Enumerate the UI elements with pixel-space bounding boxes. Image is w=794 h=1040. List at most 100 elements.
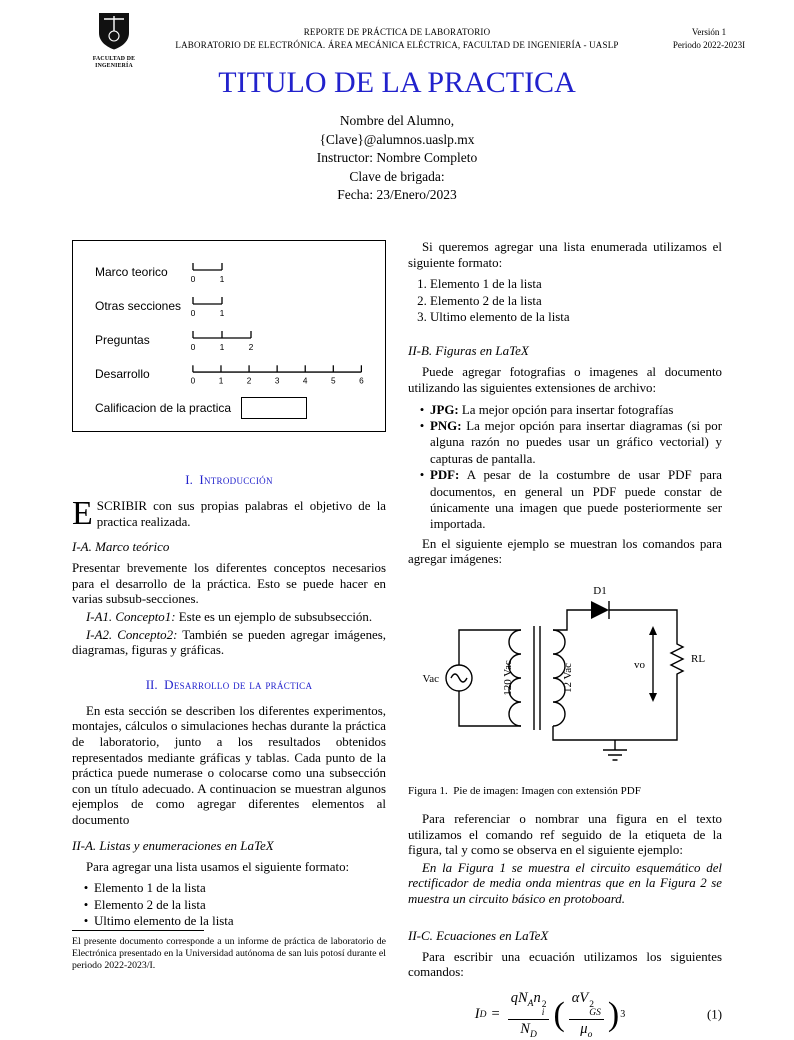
svg-text:4: 4 [303,377,308,386]
grade-box [241,397,308,419]
list-number: 2. [417,293,427,308]
subsubsection-concepto1: I-A1. Concepto1: Este es un ejemplo de s… [86,609,373,624]
svg-text:1: 1 [220,308,225,318]
diode-label: D1 [593,585,606,597]
svg-text:0: 0 [191,377,196,386]
grade-label: Calificacion de la practica [95,401,232,415]
rubric-row: Marco teorico 0 1 [95,259,373,285]
rubric-row-label: Otras secciones [95,299,182,313]
svg-text:2: 2 [249,342,254,352]
svg-text:3: 3 [275,377,280,386]
svg-text:0: 0 [191,308,196,318]
header-right: Versión 1 Periodo 2022-2023I [654,26,764,52]
list-item: • PDF: A pesar de la costumbre de usar P… [414,467,722,533]
primary-coil-icon [508,629,522,727]
footnote: El presente documento corresponde a un i… [72,930,386,973]
header-period: Periodo 2022-2023I [672,40,746,50]
page-title: TITULO DE LA PRACTICA [218,66,576,99]
example-intro-paragraph: En el siguiente ejemplo se muestran los … [408,536,722,567]
ref-paragraph: Para referenciar o nombrar una figura en… [408,812,722,858]
list-item: 2. Elemento 2 de la lista [414,293,722,309]
list-item: • PNG: La mejor opción para insertar dia… [414,418,722,467]
university-crest-icon [99,13,129,50]
logo-caption: FACULTAD DE INGENIERÍA [86,56,142,69]
header-center: REPORTE DE PRÁCTICA DE LABORATORIO LABOR… [150,26,644,52]
list-item: • Ultimo elemento de la lista [78,913,386,929]
bullet-list: • Elemento 1 de la lista • Elemento 2 de… [78,880,386,929]
svg-text:1: 1 [220,274,225,284]
figure-1: Vac 120 Vac 12 Vac D1 vo RL [408,582,722,779]
author-email: {Clave}@alumnos.uaslp.mx [319,131,475,147]
sine-wave-icon [450,673,468,683]
vo-label: vo [634,659,646,671]
transformer-core-icon [533,626,541,731]
enum-intro-paragraph: Si queremos agregar una lista enumerada … [408,240,722,270]
secondary-coil-icon [552,629,566,727]
subsection-heading-ecuaciones: II-C. Ecuaciones en LaTeX [408,927,549,943]
circuit-diagram: Vac 120 Vac 12 Vac D1 vo RL [423,585,705,761]
section-heading-desarrollo: II. Desarrollo de la práctica [145,676,313,692]
subsubsection-concepto2: I-A2. Concepto2: También se pueden agreg… [72,627,386,658]
left-column: Marco teorico 0 1 Otras secciones 0 1 Pr… [72,240,386,929]
arrow-down-icon [649,693,657,703]
figuras-intro-paragraph: Puede agregar fotografias o imagenes al … [408,365,722,395]
bullet-list-extensions: • JPG: La mejor opción para insertar fot… [414,402,722,533]
rubric-scale-0-2: 0 1 2 [191,331,254,352]
author-block: Nombre del Alumno, {Clave}@alumnos.uaslp… [0,112,794,205]
svg-text:1: 1 [219,377,224,386]
bullet-icon: • [83,913,89,928]
header-line2: LABORATORIO DE ELECTRÓNICA. ÁREA MECÁNIC… [175,40,619,50]
subsection-heading-figuras: II-B. Figuras en LaTeX [408,343,529,359]
rubric-scale-0-1: 0 1 [191,263,225,284]
section-heading-introduccion: I. Introducción [185,472,273,487]
figure-caption: Figura 1. Pie de imagen: Imagen con exte… [408,785,641,798]
svg-text:0: 0 [191,342,196,352]
svg-text:0: 0 [191,274,196,284]
list-item: • JPG: La mejor opción para insertar fot… [414,402,722,418]
svg-text:6: 6 [359,377,364,386]
equation-number: (1) [706,1007,722,1022]
list-item: 1. Elemento 1 de la lista [414,276,722,292]
marco-teorico-paragraph: Presentar brevemente los diferentes conc… [72,561,386,607]
bullet-icon: • [419,402,425,417]
diode-icon [591,601,609,620]
svg-text:1: 1 [220,342,225,352]
university-logo: FACULTAD DE INGENIERÍA [86,12,142,69]
rubric-scale-0-6: 0 1 2 3 4 5 6 [191,365,364,386]
ref-example-paragraph: En la Figura 1 se muestra el circuito es… [408,860,722,906]
list-number: 1. [417,277,427,292]
logo-caption-line1: FACULTAD DE [92,56,136,62]
rubric-row: Desarrollo 0 1 2 3 4 5 6 [95,361,373,387]
svg-text:2: 2 [247,377,252,386]
bullet-icon: • [419,468,425,483]
ecuaciones-intro-paragraph: Para escribir una ecuación utilizamos lo… [408,949,722,980]
subsection-heading-marco-teorico: I-A. Marco teórico [72,539,170,555]
drop-cap: E [72,495,93,532]
ground-icon [603,740,627,761]
rl-label: RL [691,653,705,665]
rubric-row-label: Desarrollo [95,367,150,381]
bullet-icon: • [83,881,89,896]
arrow-up-icon [649,626,657,636]
bullet-icon: • [419,419,425,433]
right-column: Si queremos agregar una lista enumerada … [408,240,722,1040]
secondary-voltage-label: 12 Vac [562,663,574,693]
header-version: Versión 1 [691,27,727,37]
grade-row: Calificacion de la practica [95,397,373,419]
rubric-scale-0-1: 0 1 [191,297,225,318]
logo-caption-line2: INGENIERÍA [95,62,133,69]
author-brigade: Clave de brigada: [349,168,445,184]
author-name: Nombre del Alumno, [339,113,455,128]
list-item: • Elemento 1 de la lista [78,880,386,896]
rubric-row-label: Marco teorico [95,265,168,279]
author-date: Fecha: 23/Enero/2023 [337,187,457,202]
rubric-row-label: Preguntas [95,333,150,347]
primary-voltage-label: 120 Vac [502,660,514,696]
footnote-rule [72,930,204,931]
svg-text:5: 5 [331,377,336,386]
